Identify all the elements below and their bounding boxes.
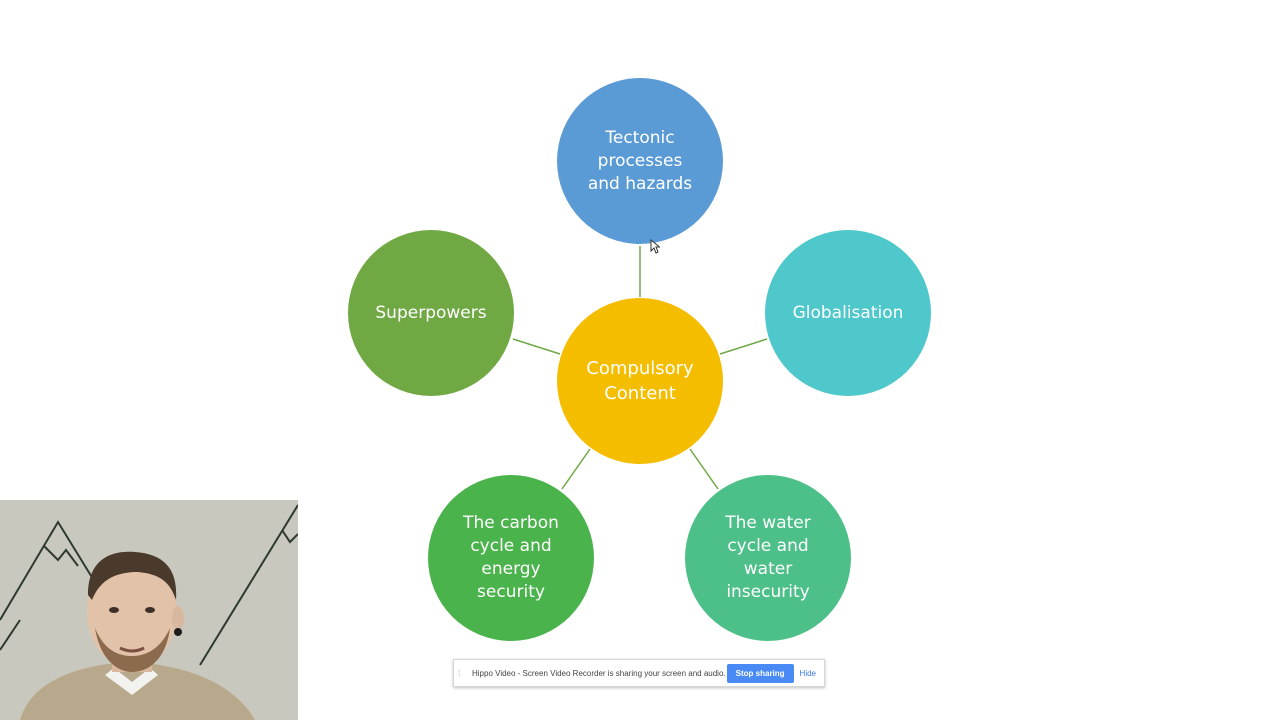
- screen-share-bar: ⁞ Hippo Video - Screen Video Recorder is…: [453, 659, 825, 687]
- node-label-line: Compulsory: [586, 358, 694, 379]
- node-label-line: Superpowers: [375, 302, 487, 323]
- node-compulsory-content: Compulsory Content: [557, 298, 723, 464]
- node-label-line: water: [743, 559, 793, 579]
- hide-button[interactable]: Hide: [799, 668, 816, 678]
- connector-carbon: [561, 448, 591, 490]
- node-label-line: cycle and: [470, 536, 552, 556]
- node-label-line: The carbon: [463, 513, 559, 533]
- connector-water: [689, 448, 719, 490]
- node-label-line: Content: [604, 383, 676, 404]
- connector-globalisation: [719, 338, 768, 355]
- stop-sharing-button[interactable]: Stop sharing: [726, 663, 794, 683]
- node-globalisation: Globalisation: [765, 230, 931, 396]
- mouse-cursor-icon: [650, 239, 660, 254]
- node-label-line: and hazards: [587, 173, 693, 194]
- webcam-overlay: [0, 500, 298, 720]
- node-carbon-cycle: The carbon cycle and energy security: [428, 475, 594, 641]
- node-label-line: energy: [481, 559, 541, 579]
- node-label-line: processes: [597, 150, 683, 171]
- drag-handle-icon[interactable]: ⁞: [458, 668, 461, 678]
- node-water-cycle: The water cycle and water insecurity: [685, 475, 851, 641]
- node-label-line: cycle and: [727, 536, 809, 556]
- node-label-line: insecurity: [726, 582, 810, 602]
- node-superpowers: Superpowers: [348, 230, 514, 396]
- node-label-line: The water: [725, 513, 811, 533]
- node-tectonic-processes: Tectonic processes and hazards: [557, 78, 723, 244]
- share-status-message: Hippo Video - Screen Video Recorder is s…: [472, 668, 726, 678]
- node-label-line: Tectonic: [605, 127, 675, 148]
- node-label-line: Globalisation: [792, 302, 904, 323]
- webcam-presenter-image: [0, 500, 298, 720]
- connector-superpowers: [512, 338, 561, 355]
- node-label-line: security: [477, 582, 545, 602]
